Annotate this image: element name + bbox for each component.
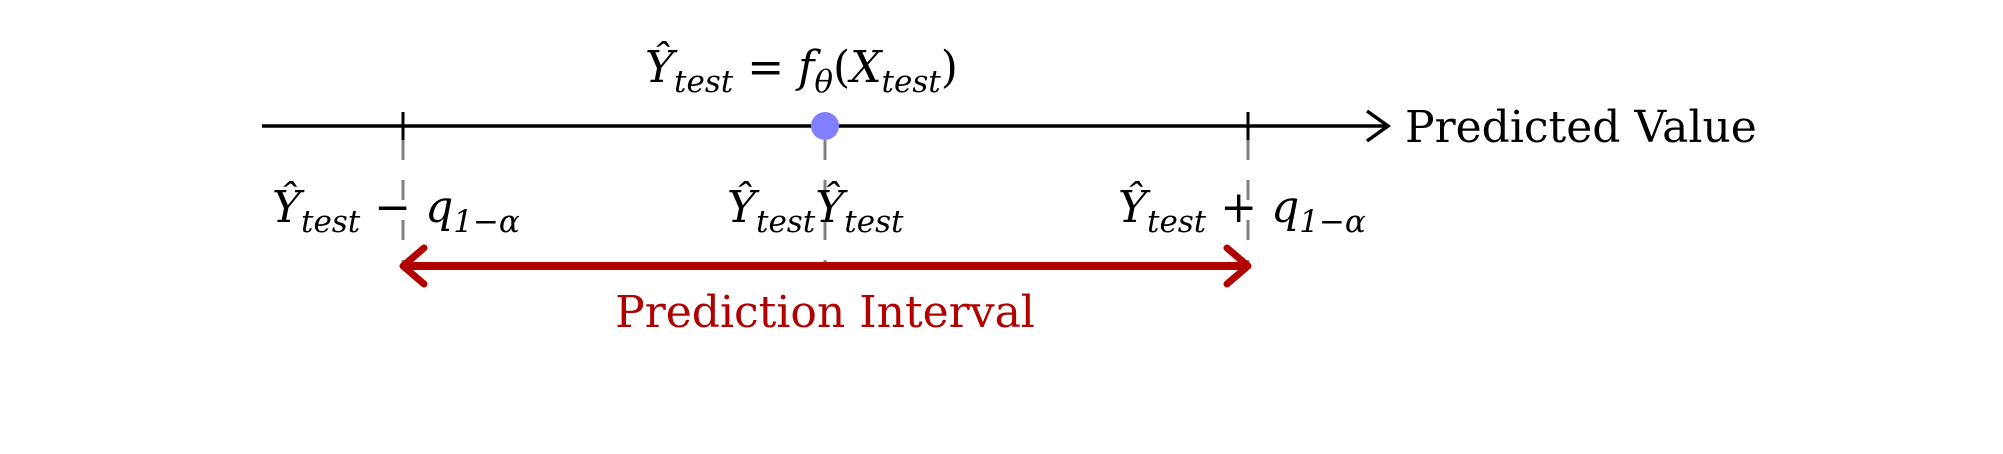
axis-arrowhead	[1365, 109, 1392, 143]
interval-left-arrowhead	[399, 244, 428, 288]
interval-right-arrowhead	[1223, 244, 1252, 288]
prediction-formula-label: Ŷtest = fθ(Xtest)	[645, 40, 958, 100]
axis-label: Predicted Value	[1405, 102, 1757, 153]
prediction-value-label: ŶtestŶtest	[727, 180, 904, 240]
lower-bound-label: Ŷtest − q1−α	[272, 180, 520, 240]
interval-label: Prediction Interval	[615, 287, 1035, 338]
upper-bound-label: Ŷtest + q1−α	[1118, 180, 1366, 240]
predicted-point	[811, 112, 839, 140]
